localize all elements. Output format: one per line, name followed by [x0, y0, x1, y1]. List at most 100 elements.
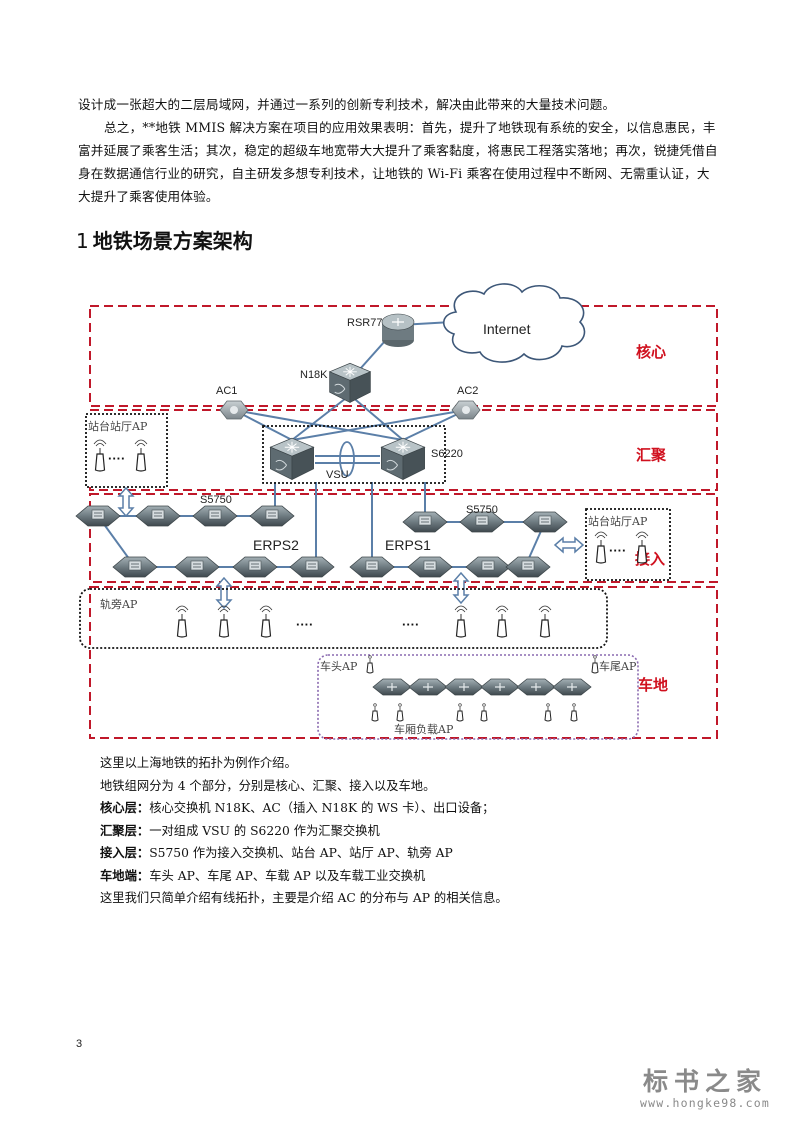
- access-switch: [75, 505, 121, 527]
- access-switch: [465, 556, 511, 578]
- ap-icon: [217, 605, 231, 638]
- desc-label: 车地端：: [100, 868, 150, 883]
- topology-description: 这里以上海地铁的拓扑为例作介绍。 地铁组网分为 4 个部分，分别是核心、汇聚、接…: [100, 752, 508, 910]
- internet-label: Internet: [483, 321, 531, 337]
- desc-label: 核心层：: [100, 801, 150, 815]
- page-number: 3: [76, 1038, 83, 1050]
- zone-label-core: 核心: [636, 343, 666, 361]
- access-switch: [232, 556, 278, 578]
- train-switch: [408, 678, 448, 696]
- ap-group-station-hall-left: 站台站厅AP ····: [85, 413, 168, 488]
- train-head-ap-label: 车头AP: [320, 659, 358, 673]
- agg-switch-label: S6220: [431, 448, 463, 460]
- ap-group-trackside: 轨旁AP ···· ····: [79, 588, 608, 649]
- train-switch: [480, 678, 520, 696]
- access-switch: [249, 505, 295, 527]
- ring-label-erps2: ERPS2: [253, 537, 299, 553]
- access-switches: [75, 505, 568, 578]
- ap-icon: [538, 605, 552, 638]
- router-rsr77: RSR77: [347, 313, 415, 347]
- double-arrow-icon: [215, 576, 233, 610]
- bidirectional-arrows: [117, 486, 585, 610]
- ap-group-station-hall-right: 站台站厅AP ····: [585, 508, 671, 581]
- intro-line: 设计成一张超大的二层局域网，并通过一系列的创新专利技术，解决由此带来的大量技术问…: [78, 97, 616, 112]
- ap-icon: [570, 703, 578, 722]
- desc-line-train: 车地端：车头 AP、车尾 AP、车载 AP 以及车载工业交换机: [100, 868, 426, 883]
- ap-icon: [495, 605, 509, 638]
- router-label: RSR77: [347, 317, 382, 329]
- intro-paragraph: 总之，**地铁 MMIS 解决方案在项目的应用效果表明：首先，提升了地铁现有系统…: [78, 116, 720, 208]
- desc-line-core: 核心层：核心交换机 N18K、AC（插入 N18K 的 WS 卡）、出口设备；: [100, 801, 495, 815]
- carriage-ap-label: 车厢负载AP: [394, 722, 454, 736]
- network-topology-diagram: 核心 汇聚 接入 车地: [75, 283, 718, 740]
- access-switch: [192, 505, 238, 527]
- desc-line: 这里以上海地铁的拓扑为例作介绍。: [100, 756, 297, 770]
- train-switch: [372, 678, 412, 696]
- vsu-label: VSU: [326, 469, 349, 481]
- desc-line: 地铁组网分为 4 个部分，分别是核心、汇聚、接入以及车地。: [100, 778, 436, 793]
- train-tail-ap-label: 车尾AP: [599, 659, 637, 673]
- access-switch: [112, 556, 158, 578]
- core-switch-label: N18K: [300, 369, 328, 381]
- ap-icon: [366, 655, 374, 674]
- section-number: 1: [76, 229, 89, 253]
- desc-line: 这里我们只简单介绍有线拓扑，主要是介绍 AC 的分布与 AP 的相关信息。: [100, 891, 508, 905]
- ap-icon: [591, 655, 599, 674]
- access-switch: [135, 505, 181, 527]
- watermark-url: www.hongke98.com: [640, 1096, 770, 1110]
- ap-group-label: 站台站厅AP: [88, 419, 148, 433]
- desc-label: 汇聚层：: [100, 823, 150, 838]
- ap-icon: [454, 605, 468, 638]
- train-switch: [516, 678, 556, 696]
- watermark: 标书之家 www.hongke98.com: [640, 1062, 770, 1110]
- ap-icon: [456, 703, 464, 722]
- access-switch-label-left: S5750: [200, 494, 232, 506]
- access-switch: [289, 556, 335, 578]
- access-switch: [522, 511, 568, 533]
- train-switch: [552, 678, 592, 696]
- ap-group-label: 轨旁AP: [100, 597, 138, 611]
- vsu-group-box: [262, 425, 446, 484]
- access-switch: [407, 556, 453, 578]
- train-group: 车头AP 车尾AP 车厢负载AP: [317, 654, 639, 740]
- access-switch-label-right: S5750: [466, 504, 498, 516]
- double-arrow-icon: [452, 571, 470, 605]
- double-arrow-icon: [553, 536, 585, 554]
- access-switch: [505, 556, 551, 578]
- access-switch: [402, 511, 448, 533]
- watermark-title: 标书之家: [642, 1067, 767, 1096]
- ap-icon: [635, 531, 649, 564]
- ellipsis: ····: [108, 451, 125, 466]
- ap-icon: [480, 703, 488, 722]
- ap-icon: [396, 703, 404, 722]
- ac1-label: AC1: [216, 385, 237, 397]
- ap-icon: [371, 703, 379, 722]
- zone-train: 车地: [89, 586, 718, 739]
- desc-label: 接入层：: [100, 846, 150, 860]
- ap-icon: [259, 605, 273, 638]
- core-switch-n18k: [329, 362, 371, 403]
- zone-core: 核心: [89, 305, 718, 407]
- access-switch: [174, 556, 220, 578]
- agg-switch-right: [380, 437, 426, 481]
- ap-icon: [594, 531, 608, 564]
- double-arrow-icon: [117, 486, 135, 518]
- ap-icon: [544, 703, 552, 722]
- ellipsis: ····: [296, 617, 313, 632]
- section-title: 地铁场景方案架构: [92, 229, 253, 253]
- ellipsis: ····: [402, 617, 419, 632]
- access-switch: [349, 556, 395, 578]
- ac1-controller: AC1: [216, 385, 249, 420]
- zone-label-train: 车地: [638, 676, 668, 694]
- ac2-label: AC2: [457, 385, 478, 397]
- desc-line-access: 接入层：S5750 作为接入交换机、站台 AP、站厅 AP、轨旁 AP: [100, 846, 453, 860]
- train-switch: [444, 678, 484, 696]
- ac2-controller: AC2: [451, 385, 481, 420]
- agg-switch-left: [269, 437, 315, 481]
- internet-cloud: Internet: [442, 283, 586, 363]
- desc-line-aggregation: 汇聚层：一对组成 VSU 的 S6220 作为汇聚交换机: [100, 823, 380, 838]
- intro-paragraph-text: 总之，**地铁 MMIS 解决方案在项目的应用效果表明：首先，提升了地铁现有系统…: [78, 120, 718, 204]
- ellipsis: ····: [609, 543, 626, 558]
- ap-icon: [175, 605, 189, 638]
